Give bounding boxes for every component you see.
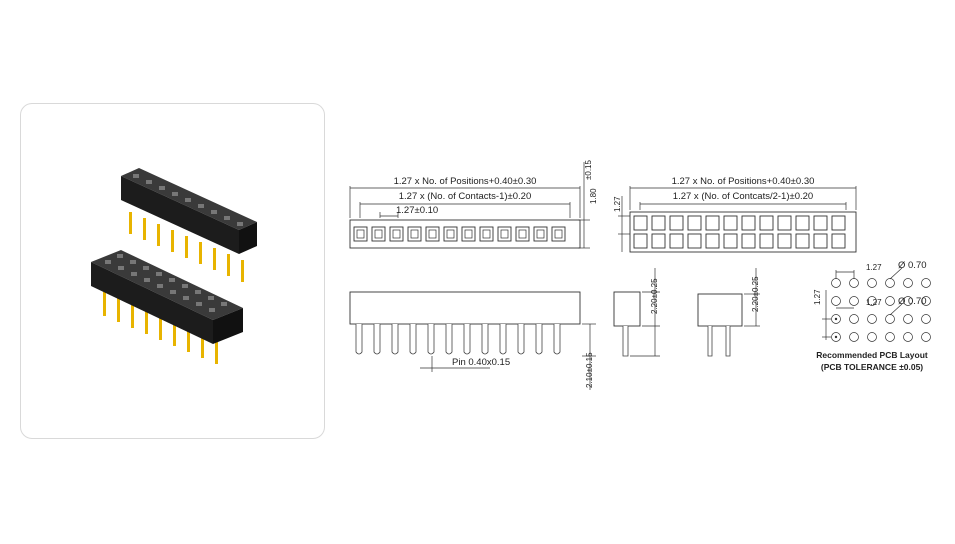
single-row-connector [121, 168, 257, 282]
dim-single-pitch: 1.27±0.10 [396, 205, 438, 216]
pcb-layout [822, 267, 931, 342]
dim-single-overall: 1.27 x No. of Positions+0.40±0.30 [394, 176, 537, 187]
single-row-top-view [349, 162, 590, 249]
pcb-layout-title: Recommended PCB Layout [816, 350, 928, 360]
dim-pcb-hole-2: Ø 0.70 [898, 296, 927, 307]
dim-single-height-tol: ±0.15 [584, 159, 593, 180]
dim-pin: Pin 0.40x0.15 [452, 357, 510, 368]
dim-side-height-a: 2.20±0.25 [650, 278, 659, 314]
dim-single-contacts: 1.27 x (No. of Contacts-1)±0.20 [399, 191, 531, 202]
dim-double-contacts: 1.27 x (No. of Contcats/2-1)±0.20 [673, 191, 813, 202]
dim-pcb-pitch-h2: 1.27 [866, 298, 882, 307]
double-row-connector [91, 250, 243, 364]
dim-pcb-pitch-v: 1.27 [813, 289, 822, 305]
dim-pcb-hole-1: Ø 0.70 [898, 260, 927, 271]
dim-single-height: 1.80 [589, 188, 598, 204]
dim-side-height-b: 2.20±0.25 [751, 276, 760, 312]
dim-double-row-pitch: 1.27 [613, 196, 622, 212]
pcb-layout-tolerance: (PCB TOLERANCE ±0.05) [821, 362, 923, 372]
side-view-single [613, 268, 660, 357]
side-view-double [697, 268, 760, 357]
product-photo-card [20, 103, 325, 439]
dim-double-overall: 1.27 x No. of Positions+0.40±0.30 [672, 176, 815, 187]
front-view [349, 291, 596, 390]
dim-pcb-pitch-h1: 1.27 [866, 263, 882, 272]
dim-pin-length: 2.10±0.15 [585, 352, 594, 388]
connector-photo [91, 168, 257, 364]
double-row-top-view [618, 186, 857, 253]
